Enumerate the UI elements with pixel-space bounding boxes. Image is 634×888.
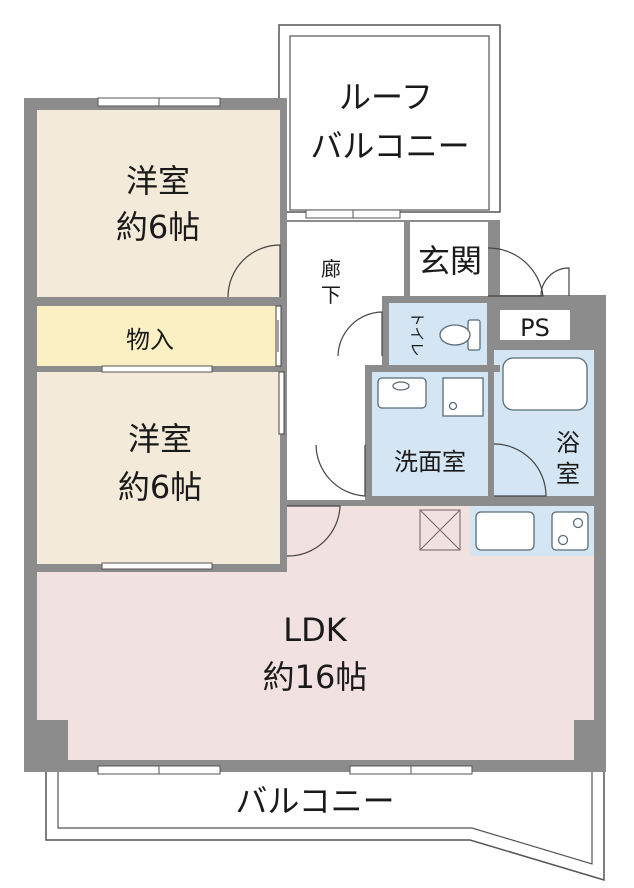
bathtub-icon bbox=[502, 357, 588, 411]
column-right bbox=[574, 720, 594, 760]
western-room-top-label-line2: 約6帖 bbox=[116, 208, 200, 246]
washroom-label: 洗面室 bbox=[394, 448, 466, 476]
balcony-outline bbox=[45, 770, 605, 882]
roof-balcony-outline bbox=[278, 24, 501, 213]
roof-balcony-label-line1: ルーフ bbox=[339, 78, 433, 116]
ldk-label-line1: LDK bbox=[283, 611, 347, 649]
window-sash-lines bbox=[158, 98, 412, 774]
entrance-label: 玄関 bbox=[418, 242, 482, 280]
corridor-label-line1: 廊 bbox=[321, 257, 341, 281]
entrance-floor bbox=[410, 222, 488, 296]
ldk-label-line2: 約16帖 bbox=[263, 658, 368, 696]
western-room-top-floor bbox=[37, 110, 280, 297]
storage-doors bbox=[275, 305, 282, 367]
stove-icon bbox=[551, 511, 589, 551]
western-room-top-label-line1: 洋室 bbox=[126, 162, 190, 200]
toilet-label: トイレ bbox=[408, 311, 426, 356]
roof-balcony-label-line2: バルコニー bbox=[310, 127, 469, 165]
balcony-label: バルコニー bbox=[235, 782, 394, 820]
refrigerator-space-icon bbox=[419, 509, 461, 551]
door-swings bbox=[227, 244, 570, 557]
bathroom-label-line1: 浴 bbox=[556, 429, 580, 457]
washbasin-icon bbox=[377, 377, 427, 409]
corridor-label-line2: 下 bbox=[321, 283, 341, 307]
bathroom-label-line2: 室 bbox=[556, 460, 580, 488]
western-room-bottom-label-line1: 洋室 bbox=[128, 420, 192, 458]
sink-icon bbox=[475, 511, 535, 551]
storage-floor bbox=[37, 306, 280, 366]
western-room-sliding-door bbox=[278, 371, 285, 435]
storage-label: 物入 bbox=[126, 326, 174, 354]
ldk-floor bbox=[37, 506, 594, 760]
pipe-space-label: PS bbox=[520, 314, 550, 342]
balcony-inner-line bbox=[57, 770, 593, 865]
toilet-icon bbox=[439, 319, 481, 351]
washing-machine-pan-icon bbox=[442, 377, 484, 417]
column-left bbox=[37, 720, 68, 760]
pipe-space-floor bbox=[500, 310, 570, 340]
western-room-bottom-floor bbox=[37, 372, 280, 564]
western-room-bottom-label-line2: 約6帖 bbox=[118, 468, 202, 506]
